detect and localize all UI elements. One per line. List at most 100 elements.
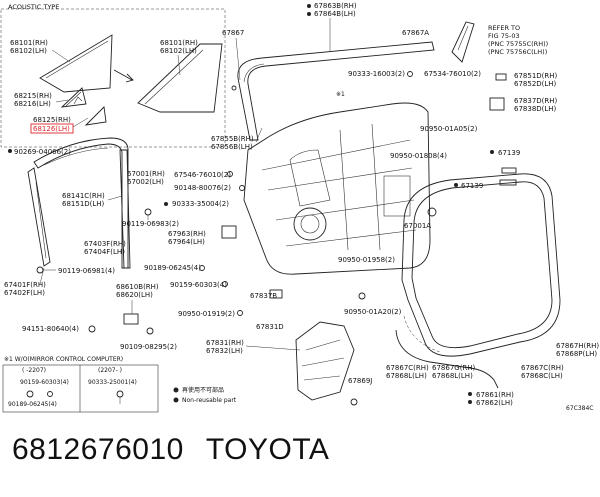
- label-67001-rh: 67001(RH): [127, 170, 165, 178]
- label-90119-06983: 90119-06983(2): [122, 220, 179, 228]
- label-67403f-rh: 67403F(RH): [84, 240, 126, 248]
- label-67837d-rh: 67837D(RH): [514, 97, 558, 105]
- label-90269: 90269-04066(2): [14, 148, 71, 156]
- label-67546-76010: 67546-76010(2): [174, 171, 231, 179]
- label-94151-80640: 94151-80640(4): [22, 325, 79, 333]
- label-67002-lh: 67002(LH): [127, 178, 164, 186]
- legend: 再使用不可部品 Non-reusable part: [173, 386, 237, 404]
- label-90159-60303: 90159-60303(4): [170, 281, 227, 289]
- label-67139-a: 67139: [498, 149, 520, 157]
- label-67401f-rh: 67401F(RH): [4, 281, 46, 289]
- svg-text:(2207- ): (2207- ): [98, 367, 122, 374]
- label-67855b-rh: 67855B(RH): [211, 135, 254, 143]
- svg-text:FIG 75-03: FIG 75-03: [488, 32, 520, 40]
- label-67867: 67867: [222, 29, 244, 37]
- svg-text:90159-60303(4): 90159-60303(4): [20, 379, 69, 386]
- label-90148-80076: 90148-80076(2): [174, 184, 231, 192]
- door-glass-right: [137, 43, 223, 113]
- door-weatherstrip: [401, 173, 561, 357]
- label-67831d: 67831D: [256, 323, 284, 331]
- label-90950-01a20: 90950-01A20(2): [344, 308, 402, 316]
- label-67404f-lh: 67404F(LH): [84, 248, 125, 256]
- label-67867h-rh: 67867H(RH): [556, 342, 599, 350]
- label-67856b-lh: 67856B(LH): [211, 143, 253, 151]
- acoustic-type-label: ACOUSTIC TYPE: [8, 3, 59, 11]
- lower-seal: [395, 315, 499, 389]
- mirror-note: ※1 W/O(MIRROR CONTROL COMPUTER): [4, 356, 123, 363]
- label-67868c-lh: 67868C(LH): [521, 372, 563, 380]
- part-number: 6812676010: [12, 433, 184, 466]
- label-68151d-lh: 68151D(LH): [62, 200, 105, 208]
- label-67863b-rh: 67863B(RH): [314, 2, 357, 10]
- label-90950-01958: 90950-01958(2): [338, 256, 395, 264]
- label-90950-01919: 90950-01919(2): [178, 310, 235, 318]
- label-68215-rh: 68215(RH): [14, 92, 52, 100]
- part-caption: 6812676010 TOYOTA: [12, 433, 351, 467]
- arrow-icon: [113, 69, 134, 83]
- label-90950-01808: 90950-01808(4): [390, 152, 447, 160]
- clip-part: [495, 73, 507, 81]
- label-67964-lh: 67964(LH): [168, 238, 205, 246]
- label-68610b-rh: 68610B(RH): [116, 283, 159, 291]
- label-68102-lh-left: 68102(LH): [10, 47, 47, 55]
- label-68101-rh-left: 68101(RH): [10, 39, 48, 47]
- lock-part: [221, 225, 237, 239]
- label-67867c-rh-b: 67867C(RH): [521, 364, 564, 372]
- label-67831-rh: 67831(RH): [206, 339, 244, 347]
- label-67837b: 67837B: [250, 292, 277, 300]
- stopper-part: [489, 97, 505, 111]
- label-67963-rh: 67963(RH): [168, 230, 206, 238]
- label-67867g-rh: 67867G(RH): [432, 364, 476, 372]
- legend-non-reusable: Non-reusable part: [182, 397, 237, 404]
- quarter-glass: [60, 87, 107, 126]
- label-90333-16003: 90333-16003(2): [348, 70, 405, 78]
- label-67864b-lh: 67864B(LH): [314, 10, 356, 18]
- front-sash: [27, 167, 51, 267]
- label-67869j: 67869J: [348, 377, 372, 385]
- label-90189-06245: 90189-06245(4): [144, 264, 201, 272]
- svg-text:(PNC 75755C(RH)): (PNC 75755C(RH)): [488, 40, 548, 48]
- label-68102-lh-right: 68102(LH): [160, 47, 197, 55]
- svg-text:(PNC 75756C(LH)): (PNC 75756C(LH)): [488, 48, 547, 56]
- label-68216-lh: 68216(LH): [14, 100, 51, 108]
- door-glass-left: [39, 34, 113, 93]
- label-67867a: 67867A: [402, 29, 429, 37]
- highlighted-part-68126: 68126(LH): [30, 123, 74, 134]
- belt-moulding: [237, 41, 435, 141]
- acoustic-type-box: ACOUSTIC TYPE: [0, 3, 226, 148]
- door-inner-panel: [243, 102, 431, 275]
- label-67832-lh: 67832(LH): [206, 347, 243, 355]
- door-check: [123, 313, 139, 325]
- label-68126-lh: 68126(LH): [33, 125, 70, 133]
- label-67001a: 67001A: [404, 222, 431, 230]
- label-67868l-lh-a: 67868L(LH): [386, 372, 427, 380]
- label-67862-lh: 67862(LH): [476, 399, 513, 407]
- figure-code: 67C384C: [566, 405, 593, 412]
- svg-text:REFER TO: REFER TO: [488, 24, 520, 32]
- label-90119-06981: 90119-06981(4): [58, 267, 115, 275]
- svg-text:( -2207): ( -2207): [22, 367, 46, 374]
- label-67868l-lh-b: 67868L(LH): [432, 372, 473, 380]
- brand-name: TOYOTA: [205, 433, 330, 466]
- label-68141c-rh: 68141C(RH): [62, 192, 105, 200]
- label-68620-lh: 68620(LH): [116, 291, 153, 299]
- star-note-1: ※1: [336, 91, 345, 98]
- pillar-garnish: [451, 21, 475, 63]
- label-90333-35004: 90333-35004(2): [172, 200, 229, 208]
- division-bar: [119, 149, 131, 269]
- label-67851d-rh: 67851D(RH): [514, 72, 558, 80]
- label-90950-01a05: 90950-01A05(2): [420, 125, 478, 133]
- label-68101-rh-right: 68101(RH): [160, 39, 198, 47]
- label-90109-08295: 90109-08295(2): [120, 343, 177, 351]
- label-67534-76010: 67534-76010(2): [424, 70, 481, 78]
- refer-to-note: REFER TO FIG 75-03 (PNC 75755C(RH)) (PNC…: [488, 24, 548, 56]
- legend-reusable-jp: 再使用不可部品: [182, 386, 224, 394]
- label-67852d-lh: 67852D(LH): [514, 80, 557, 88]
- label-67838d-lh: 67838D(LH): [514, 105, 557, 113]
- door-lower-trim: [295, 321, 355, 401]
- label-67402f-lh: 67402F(LH): [4, 289, 45, 297]
- mirror-inset-box: ( -2207) (2207- ) 90159-60303(4) 90189-0…: [2, 364, 159, 413]
- svg-text:90333-25001(4): 90333-25001(4): [88, 379, 137, 386]
- label-67868p-lh: 67868P(LH): [556, 350, 597, 358]
- svg-text:90189-06245(4): 90189-06245(4): [8, 401, 57, 408]
